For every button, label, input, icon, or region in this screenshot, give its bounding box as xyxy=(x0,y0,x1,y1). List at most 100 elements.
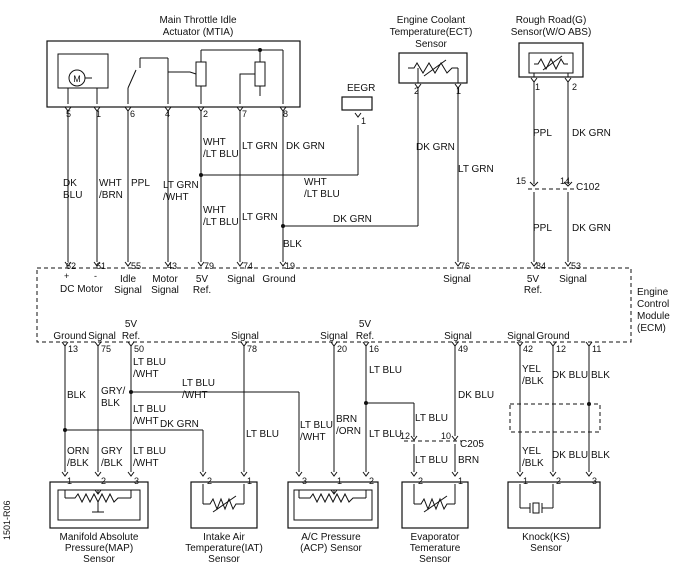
ect-title-line2: Temperature(ECT) xyxy=(390,27,473,38)
evap-title-line2: Temerature xyxy=(410,543,461,554)
wire-label-orn-blk: /BLK xyxy=(67,458,89,469)
wire-label-blk-e: BLK xyxy=(591,370,610,381)
mtia-pin-6: 6 xyxy=(130,109,135,119)
wire-label-lt-grn-a: LT GRN xyxy=(242,141,278,152)
svg-text:75: 75 xyxy=(101,344,111,354)
svg-text:79: 79 xyxy=(204,261,214,271)
svg-text:Idle: Idle xyxy=(120,274,137,285)
rr-box xyxy=(518,42,584,78)
svg-text:76: 76 xyxy=(460,261,470,271)
wire-label-ltblu-c: LT BLU xyxy=(133,446,166,457)
wire-label-ltblu-g: LT BLU xyxy=(369,365,402,376)
c205-label: C205 xyxy=(460,439,484,450)
svg-text:3: 3 xyxy=(302,476,307,486)
wire-label-ltblu-f: LT BLU xyxy=(246,429,279,440)
wire-label-wht-g: /WHT xyxy=(182,390,208,401)
wire-label-ltblu-e: LT BLU xyxy=(300,420,333,431)
acp-title-line1: A/C Pressure xyxy=(301,532,361,543)
c102-label: C102 xyxy=(576,182,600,193)
wire-label-lt-blu-a: /LT BLU xyxy=(203,149,239,160)
svg-text:49: 49 xyxy=(458,344,468,354)
tps-resistor-1 xyxy=(195,61,207,87)
wire-label-yel-a: YEL xyxy=(522,364,541,375)
wire-label-ppl: PPL xyxy=(131,178,150,189)
svg-text:20: 20 xyxy=(337,344,347,354)
mtia-pin-1: 1 xyxy=(96,109,101,119)
map-title-line3: Sensor xyxy=(83,554,115,565)
map-sensor: 1 2 3 xyxy=(49,471,149,529)
wire-label-lt-grn-c: LT GRN xyxy=(458,164,494,175)
wire-label-dk-grn-f: DK GRN xyxy=(160,419,199,430)
svg-text:3: 3 xyxy=(592,476,597,486)
wire-label-gry-b: GRY xyxy=(101,446,123,457)
mtia-title-line2: Actuator (MTIA) xyxy=(163,27,234,38)
svg-text:74: 74 xyxy=(243,261,253,271)
svg-text:50: 50 xyxy=(134,344,144,354)
wire-label-ltblu-a: LT BLU xyxy=(133,357,166,368)
map-title-line1: Manifold Absolute xyxy=(60,532,139,543)
iat-sensor: 2 1 xyxy=(190,471,258,529)
svg-text:5V: 5V xyxy=(125,319,138,330)
ecm-label-line2: Control xyxy=(637,299,669,310)
svg-text:12: 12 xyxy=(556,344,566,354)
wire-label-lt-grn-b: LT GRN xyxy=(242,212,278,223)
svg-text:84: 84 xyxy=(536,261,546,271)
dc-motor-minus: - xyxy=(94,271,97,281)
ecm-box xyxy=(36,267,632,343)
wire-label-gry-a: GRY/ xyxy=(101,386,125,397)
svg-text:5V: 5V xyxy=(527,274,540,285)
rr-pin-2: 2 xyxy=(572,82,577,92)
svg-text:Ref.: Ref. xyxy=(356,331,374,342)
iat-title-line1: Intake Air xyxy=(203,532,245,543)
wire-label-gry-blk: /BLK xyxy=(101,458,123,469)
svg-text:1: 1 xyxy=(247,476,252,486)
ks-shield-dash xyxy=(509,403,601,433)
wire-label-dkblu-b: DK BLU xyxy=(552,370,588,381)
motor-inner-box xyxy=(57,53,109,89)
ecm-label-line4: (ECM) xyxy=(637,323,666,334)
acp-title-line2: (ACP) Sensor xyxy=(300,543,362,554)
svg-text:5V: 5V xyxy=(359,319,372,330)
wire-label-dk-grn-a: DK GRN xyxy=(286,141,325,152)
eegr-pin: 1 xyxy=(361,116,366,126)
map-title-line2: Pressure(MAP) xyxy=(65,543,133,554)
svg-text:Signal: Signal xyxy=(88,331,116,342)
wire-label-ppl-b: PPL xyxy=(533,128,552,139)
wire-label-dkblu-a: DK BLU xyxy=(458,390,494,401)
mtia-pin-5: 5 xyxy=(66,109,71,119)
wire-label-blk-b: BLK xyxy=(67,390,86,401)
wire-label-ltblu-b: LT BLU xyxy=(133,404,166,415)
svg-text:19: 19 xyxy=(285,261,295,271)
ect-pin-1: 1 xyxy=(456,86,461,96)
wire-label-blk-c: BLK xyxy=(101,398,120,409)
wire-label-wht-d: /WHT xyxy=(133,369,159,380)
wire-label-ltblu-i: LT BLU xyxy=(415,413,448,424)
svg-text:Ground: Ground xyxy=(536,331,569,342)
ecm-top-pin-labels: DC Motor Idle Signal Motor Signal 5V Ref… xyxy=(60,274,587,296)
wire-label-ppl-c: PPL xyxy=(533,223,552,234)
c205-pin-12: 12 xyxy=(400,431,410,441)
ect-pin-2: 2 xyxy=(414,86,419,96)
wire-label-wht-a: WHT xyxy=(203,137,226,148)
wire-label-yel-b: YEL xyxy=(522,446,541,457)
ks-title-line2: Sensor xyxy=(530,543,562,554)
ect-title-line1: Engine Coolant xyxy=(397,15,466,26)
mtia-title-line1: Main Throttle Idle xyxy=(159,15,237,26)
wire-label-brn-a: BRN xyxy=(336,414,357,425)
wire-label-blk-a: BLK xyxy=(283,239,302,250)
rr-pin-1: 1 xyxy=(535,82,540,92)
svg-text:Signal: Signal xyxy=(444,331,472,342)
wire-label-blk-d: /BLK xyxy=(522,376,544,387)
wire-label-ltblu-j: LT BLU xyxy=(415,455,448,466)
knock-sensor: 1 2 3 xyxy=(507,471,601,529)
mtia-pin-8: 8 xyxy=(283,109,288,119)
svg-text:2: 2 xyxy=(207,476,212,486)
svg-text:Ref.: Ref. xyxy=(122,331,140,342)
svg-text:Signal: Signal xyxy=(231,331,259,342)
wire-label-dk: DK xyxy=(63,178,77,189)
ecm-label-line3: Module xyxy=(637,311,670,322)
wire-label-dk-grn-b: DK GRN xyxy=(333,214,372,225)
tps-resistor-2 xyxy=(254,61,266,87)
svg-text:Signal: Signal xyxy=(114,285,142,296)
ect-title-line3: Sensor xyxy=(415,39,447,50)
